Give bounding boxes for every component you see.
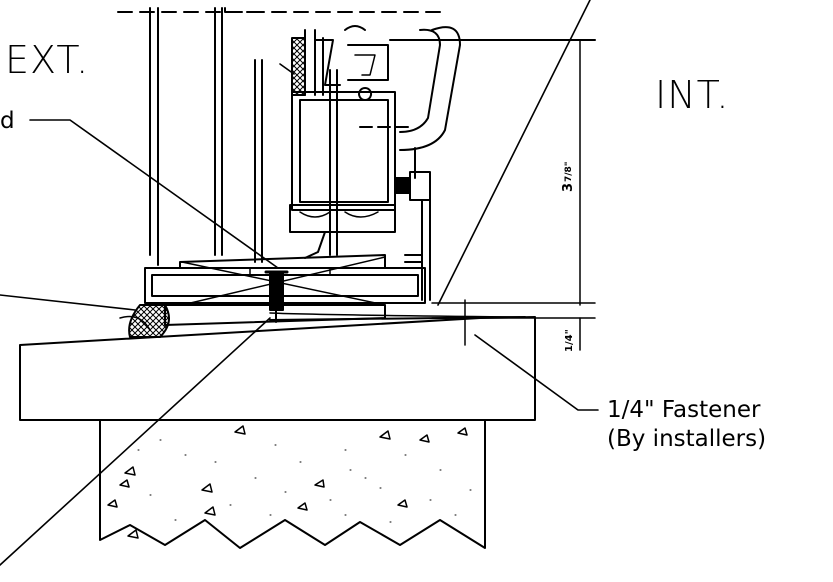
sill-slab	[19, 316, 536, 421]
fastener-callout-line2: (By installers)	[607, 426, 766, 452]
exterior-sealant	[119, 304, 170, 338]
concrete-foundation	[99, 419, 486, 549]
fastener-callout-line1: 1/4" Fastener	[607, 397, 761, 423]
sill-fastener	[264, 270, 289, 323]
dimension-upper-fraction: 7/8"	[564, 161, 574, 182]
weep-tube	[389, 26, 596, 151]
leader-lines	[0, 0, 599, 566]
dimension-upper-whole: 3	[561, 183, 576, 192]
dimension-lines	[431, 39, 596, 351]
dimension-lower-fraction: 1/4"	[564, 329, 575, 352]
dimension-3-7-8: 3 7/8"	[561, 161, 576, 192]
operable-panel	[289, 91, 411, 259]
weatherstrip-clip	[394, 147, 431, 301]
dimension-1-4: 1/4"	[564, 329, 575, 352]
sill-receptor	[144, 254, 426, 306]
interior-label: INT.	[655, 73, 729, 117]
concrete-stipple	[137, 439, 472, 523]
exterior-label: EXT.	[5, 38, 89, 82]
shim-packer	[164, 304, 526, 326]
left-callout-fragment: d	[0, 108, 15, 134]
frame-mullion-lines	[117, 7, 441, 266]
concrete-aggregate-marks	[107, 425, 468, 539]
glazing-channel	[291, 25, 389, 101]
